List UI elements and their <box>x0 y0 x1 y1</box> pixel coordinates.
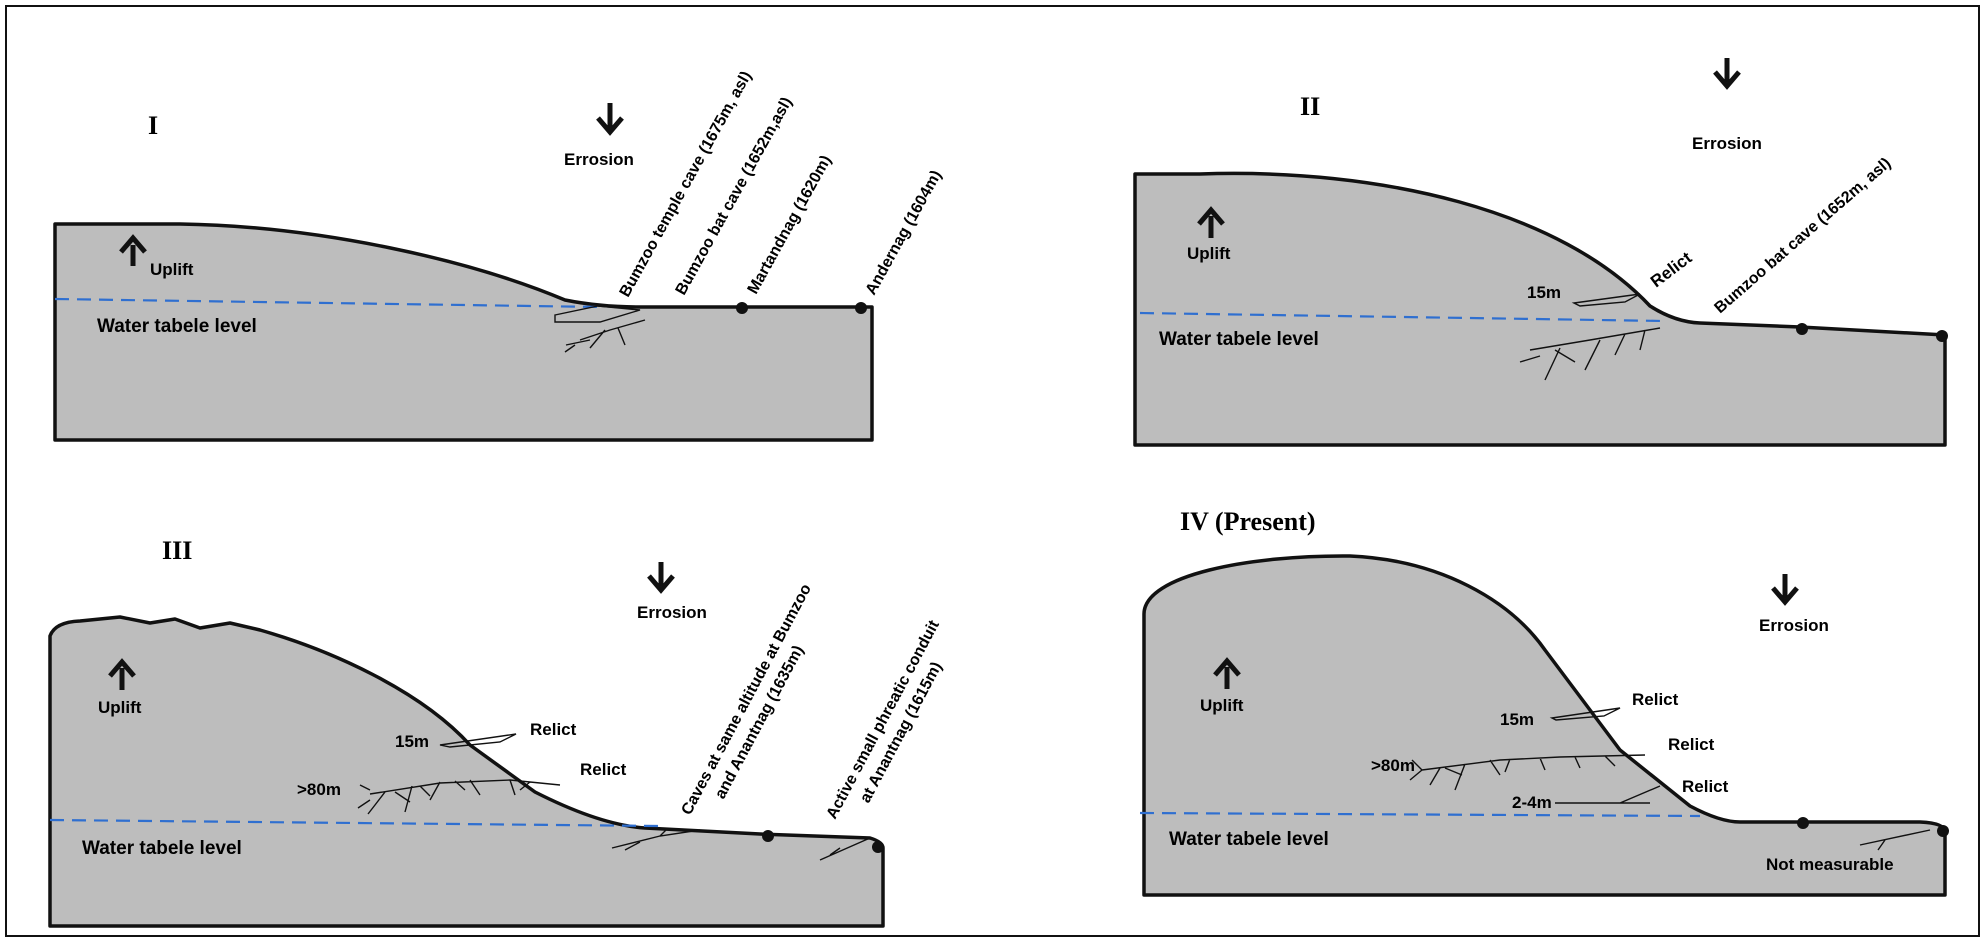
erosion-label: Errosion <box>564 150 634 169</box>
water-table-label: Water tabele level <box>82 838 242 859</box>
erosion-label: Errosion <box>1759 616 1829 635</box>
uplift-label: Uplift <box>1200 696 1244 715</box>
up-arrow-icon <box>119 234 147 266</box>
cave-network <box>554 305 646 353</box>
terrain-profile <box>48 615 885 928</box>
site-marker <box>855 302 867 314</box>
site-marker <box>1937 825 1949 837</box>
terrain-profile <box>1142 554 1947 897</box>
down-arrow-icon <box>1713 58 1741 90</box>
panel-title: II <box>1300 92 1320 121</box>
uplift-label: Uplift <box>98 698 142 717</box>
relict-label: Relict <box>530 720 577 739</box>
relict-label: Relict <box>1668 735 1715 754</box>
panel-IV: IV (Present) Errosion Uplift Water tabel… <box>1139 507 1949 897</box>
depth-label: 2-4m <box>1512 793 1552 812</box>
cave-network <box>1519 293 1661 381</box>
water-table-line <box>49 818 661 828</box>
site-marker <box>1797 817 1809 829</box>
site-label: Martandnag (1620m) <box>745 153 835 297</box>
site-marker <box>1936 330 1948 342</box>
site-marker <box>762 830 774 842</box>
relict-label: Relict <box>1682 777 1729 796</box>
relict-label: Relict <box>1632 690 1679 709</box>
depth-label: 15m <box>1527 283 1561 302</box>
panel-title: IV (Present) <box>1180 507 1316 536</box>
erosion-label: Errosion <box>1692 134 1762 153</box>
water-table-label: Water tabele level <box>1159 329 1319 350</box>
down-arrow-icon <box>1771 574 1799 606</box>
panel-title: III <box>162 536 192 565</box>
site-label: Active small phreatic conduit at Anantna… <box>824 614 965 833</box>
panel-III: III Errosion Uplift Water tabele level 1… <box>48 536 965 928</box>
depth-label: >80m <box>297 780 341 799</box>
site-marker <box>736 302 748 314</box>
panel-II: II Errosion Uplift Water tabele level 15… <box>1133 58 1948 447</box>
cave-network <box>1409 707 1931 851</box>
relict-label: Relict <box>1647 248 1696 291</box>
up-arrow-icon <box>108 658 136 690</box>
water-table-line <box>1139 811 1701 818</box>
depth-label: 15m <box>1500 710 1534 729</box>
uplift-label: Uplift <box>1187 244 1231 263</box>
up-arrow-icon <box>1197 206 1225 238</box>
site-label: Bumzoo bat cave (1652m, asl) <box>1711 155 1894 317</box>
panel-I: I Errosion Uplift Water tabele level Bum… <box>53 68 946 442</box>
down-arrow-icon <box>596 103 624 136</box>
site-marker <box>1796 323 1808 335</box>
figure-border <box>5 5 1980 937</box>
depth-label: >80m <box>1371 756 1415 775</box>
panel-title: I <box>148 111 158 140</box>
erosion-label: Errosion <box>637 603 707 622</box>
terrain-profile <box>1133 171 1947 447</box>
uplift-label: Uplift <box>150 260 194 279</box>
relict-label: Relict <box>580 760 627 779</box>
note-label: Not measurable <box>1766 855 1894 874</box>
site-marker <box>872 841 884 853</box>
depth-label: 15m <box>395 732 429 751</box>
site-label: Bumzoo bat cave (1652m,asl) <box>673 94 796 297</box>
cave-network <box>357 733 871 861</box>
water-table-line <box>54 297 601 309</box>
site-label: Andernag (1604m) <box>863 168 946 298</box>
water-table-label: Water tabele level <box>1169 829 1329 850</box>
down-arrow-icon <box>647 562 675 594</box>
terrain-profile <box>53 222 874 442</box>
up-arrow-icon <box>1213 657 1241 689</box>
water-table-label: Water tabele level <box>97 316 257 337</box>
